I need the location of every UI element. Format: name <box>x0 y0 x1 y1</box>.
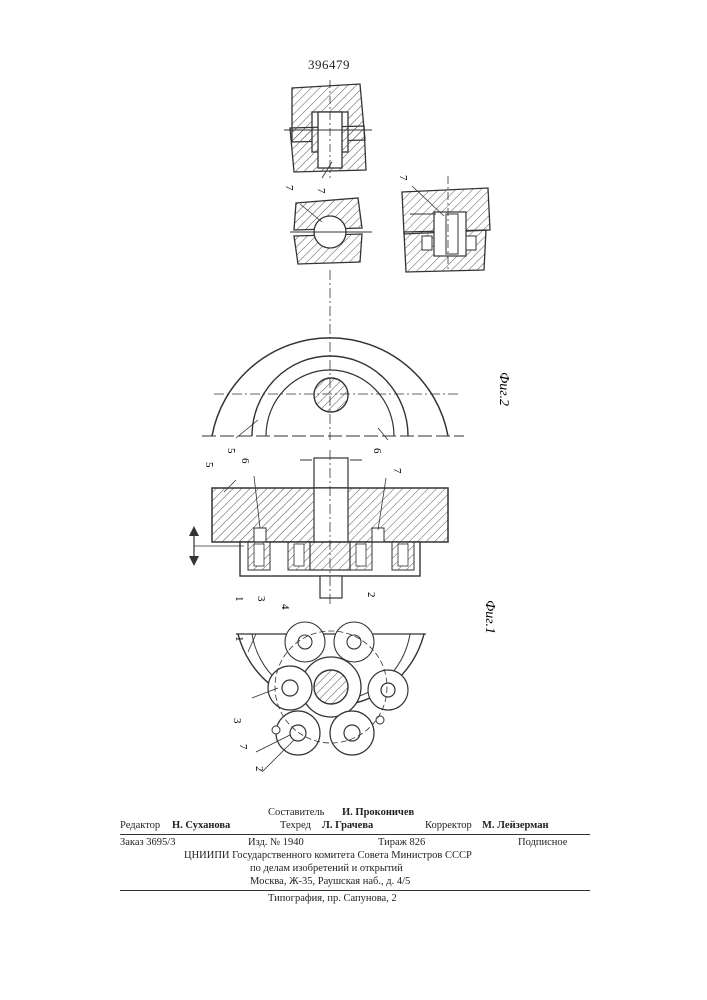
printer: Типография, пр. Сапунова, 2 <box>268 892 397 905</box>
compiler-name: И. Проконичев <box>342 806 414 819</box>
fig1-caption: Фиг.1 <box>482 600 497 634</box>
label-7-right: 7 <box>397 175 409 181</box>
label-6-fig2: 6 <box>371 448 383 454</box>
label-5-fig1: 5 <box>203 462 215 468</box>
label-2-fig1: 2 <box>365 592 377 598</box>
imprint-rule-1 <box>120 834 590 835</box>
order-number: Заказ 3695/3 <box>120 836 175 849</box>
label-6-fig1: 6 <box>239 458 251 464</box>
org-line-2-row: по делам изобретений и открытий <box>120 862 590 875</box>
label-3-fig1: 3 <box>255 596 267 602</box>
label-1-plan: 1 <box>233 636 245 642</box>
fig2-caption: Фиг.2 <box>496 372 511 406</box>
imprint-rule-2 <box>120 890 590 891</box>
org-line-3-row: Москва, Ж-35, Раушская наб., д. 4/5 <box>120 875 590 888</box>
label-7-top: 7 <box>315 188 327 194</box>
printer-row: Типография, пр. Сапунова, 2 <box>120 892 590 905</box>
org-line-1: ЦНИИПИ Государственного комитета Совета … <box>184 849 472 862</box>
figure-1-plan <box>236 622 426 772</box>
print-run: Тираж 826 <box>378 836 425 849</box>
figure-1-section <box>189 450 448 604</box>
label-7-fig1: 7 <box>391 468 403 474</box>
label-5-fig2: 5 <box>225 448 237 454</box>
detail-section-top <box>284 80 372 178</box>
org-line-1-row: ЦНИИПИ Государственного комитета Совета … <box>120 849 590 862</box>
edition-number: Изд. № 1940 <box>248 836 304 849</box>
org-line-2: по делам изобретений и открытий <box>250 862 403 875</box>
editor-label: Редактор <box>120 819 160 832</box>
order-row: Заказ 3695/3 Изд. № 1940 Тираж 826 Подпи… <box>120 836 590 849</box>
editor-name: Н. Суханова <box>172 819 230 832</box>
compiler-row: Составитель И. Проконичев <box>120 806 590 819</box>
label-2-plan: 2 <box>253 766 265 772</box>
label-1-fig1: 1 <box>233 596 245 602</box>
corrector-label: Корректор <box>425 819 472 832</box>
org-line-3: Москва, Ж-35, Раушская наб., д. 4/5 <box>250 875 410 888</box>
compiler-label: Составитель <box>268 806 324 819</box>
corrector-name: М. Лейзерман <box>482 819 549 832</box>
label-4-fig1: 4 <box>279 604 291 610</box>
detail-section-right <box>402 176 490 272</box>
figure-2-disc <box>202 270 464 440</box>
techred-name: Л. Грачева <box>322 819 373 832</box>
detail-round <box>290 198 372 264</box>
editors-row: Редактор Н. Суханова Техред Л. Грачева К… <box>120 819 590 832</box>
label-3-plan: 3 <box>231 718 243 724</box>
techred-label: Техред <box>280 819 311 832</box>
imprint-block: Составитель И. Проконичев Редактор Н. Су… <box>120 806 590 905</box>
technical-drawing: 7 7 7 <box>0 0 707 800</box>
label-7-round: 7 <box>283 185 295 191</box>
subscription: Подписное <box>518 836 567 849</box>
label-7-plan: 7 <box>237 744 249 750</box>
